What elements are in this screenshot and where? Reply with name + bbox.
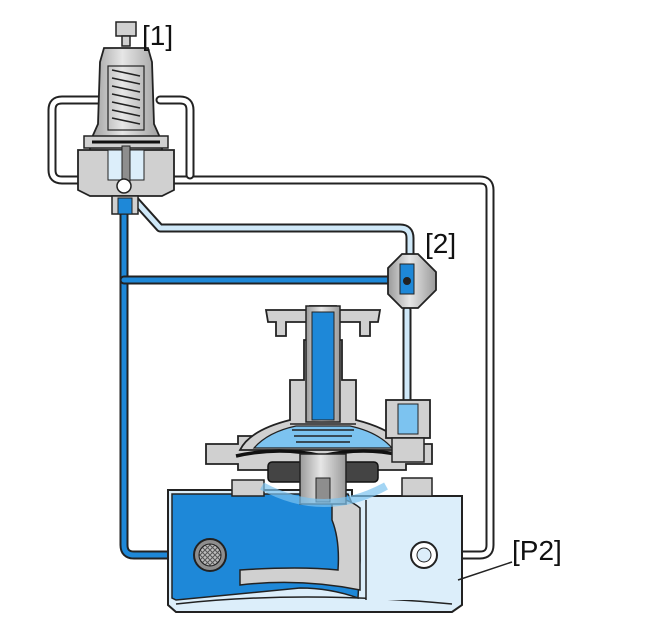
tubing	[47, 95, 495, 560]
needle-valve-label: [2]	[425, 228, 457, 259]
pilot-outlet-line	[119, 183, 415, 261]
p2-leader-line	[457, 561, 513, 581]
downstream-label: [P2]	[512, 535, 562, 566]
downstream-port	[410, 541, 438, 569]
control-chamber	[252, 425, 394, 449]
bonnet-assembly	[205, 305, 433, 507]
main-valve-body	[167, 477, 463, 613]
cover-fitting	[385, 399, 431, 463]
pilot-label: [1]	[142, 20, 174, 51]
pilot-valve	[77, 21, 175, 215]
strainer	[193, 538, 227, 572]
needle-valve	[387, 253, 437, 309]
